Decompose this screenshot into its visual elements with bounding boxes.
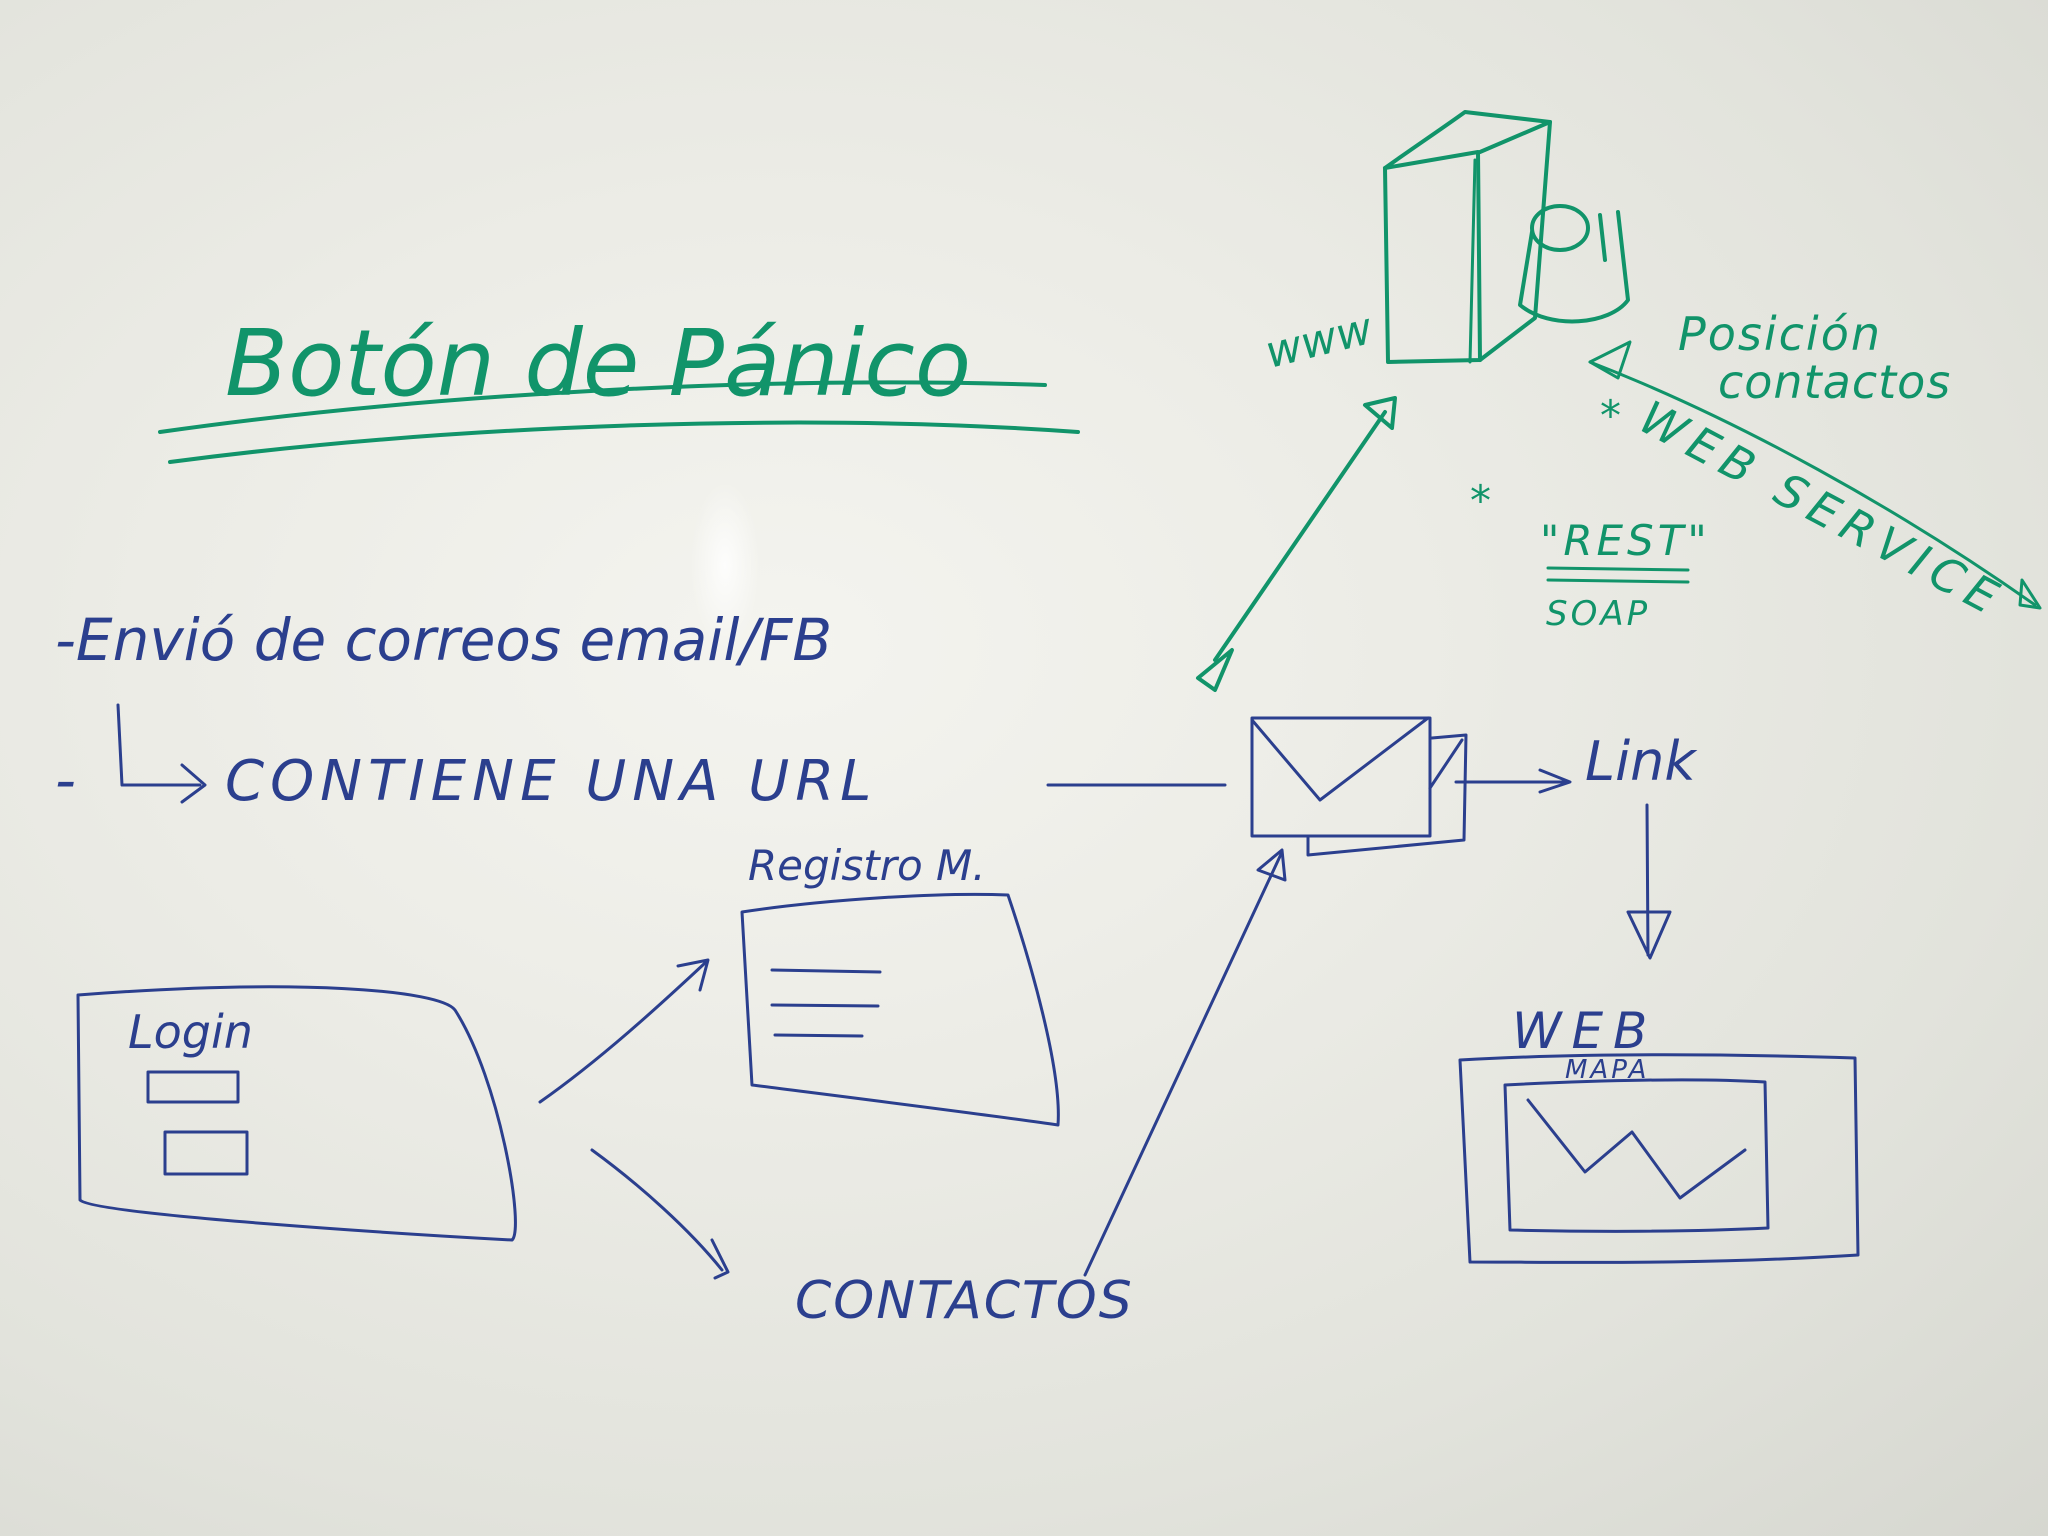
- diagram-title: Botón de Pánico: [225, 310, 971, 417]
- database-icon: [1530, 204, 1590, 252]
- database-body: [1518, 210, 1630, 324]
- bullet-contiene-url: CONTIENE UNA URL: [225, 749, 877, 814]
- server-box-side: [1478, 120, 1552, 362]
- bullet-envio-correos: -Envió de correos email/FB: [55, 606, 832, 674]
- registro-screen-label: Registro M.: [748, 841, 986, 890]
- server-email-arrowhead-top: [1363, 396, 1397, 430]
- contactos-label: CONTACTOS: [795, 1271, 1134, 1331]
- login-to-registro-arrowhead: [676, 958, 710, 992]
- email-envelope-icon: [1250, 716, 1432, 838]
- login-screen-frame: [76, 985, 517, 1242]
- web-service-arrowhead-bottom: [2018, 578, 2042, 610]
- server-email-arrowhead-bottom: [1196, 648, 1234, 692]
- link-label: Link: [1585, 730, 1698, 793]
- rest-bullet: *: [1470, 476, 1491, 525]
- registro-line-1: [770, 968, 882, 974]
- contactos-to-email-arrow: [1083, 850, 1284, 1277]
- registro-line-2: [770, 1003, 880, 1008]
- registro-line-3: [773, 1033, 864, 1038]
- map-route-line: [1526, 1098, 1747, 1200]
- login-password-field: [163, 1130, 249, 1176]
- web-browser-frame: [1458, 1053, 1860, 1264]
- rest-label: "REST": [1540, 516, 1711, 565]
- contactos-to-email-arrowhead: [1256, 848, 1287, 882]
- bullet-dash: -: [55, 746, 76, 814]
- posicion-label: Posición: [1678, 307, 1882, 361]
- login-screen-label: Login: [128, 1005, 253, 1059]
- web-label: WEB: [1512, 1002, 1657, 1060]
- link-to-web-arrowhead: [1626, 910, 1672, 960]
- web-service-bullet: *: [1600, 391, 1621, 440]
- soap-label: SOAP: [1546, 594, 1650, 634]
- email-envelope-flap: [1250, 716, 1430, 802]
- server-email-arrow: [1213, 410, 1387, 662]
- web-service-arrowhead-top: [1588, 340, 1632, 380]
- login-username-field: [146, 1070, 240, 1104]
- sub-bullet-arrowhead: [180, 763, 207, 804]
- title-underline-2: [168, 420, 1080, 464]
- www-label: www: [1260, 303, 1378, 379]
- rest-underline-1: [1546, 566, 1690, 572]
- server-box-front: [1383, 150, 1482, 364]
- server-box-top: [1383, 110, 1552, 170]
- email-to-link-arrowhead: [1538, 768, 1572, 794]
- login-to-registro-arrow: [538, 961, 707, 1104]
- map-frame: [1503, 1078, 1770, 1233]
- web-service-arrow: [1588, 360, 2037, 607]
- server-box-edge: [1468, 158, 1477, 364]
- rest-underline-2: [1546, 578, 1690, 584]
- login-to-contactos-arrow: [590, 1148, 724, 1272]
- database-line: [1598, 213, 1607, 262]
- posicion-contactos-label: contactos: [1718, 355, 1951, 409]
- login-to-contactos-arrowhead: [710, 1238, 730, 1280]
- light-glare: [690, 480, 760, 650]
- email-envelope-back: [1306, 733, 1468, 857]
- sub-bullet-arrow: [116, 703, 202, 787]
- link-to-web-arrow: [1645, 803, 1650, 957]
- registro-screen-frame: [740, 892, 1060, 1127]
- email-envelope-back-diag: [1428, 738, 1464, 790]
- web-service-label: WEB SERVICE: [1631, 390, 2014, 628]
- title-underline-1: [158, 380, 1047, 434]
